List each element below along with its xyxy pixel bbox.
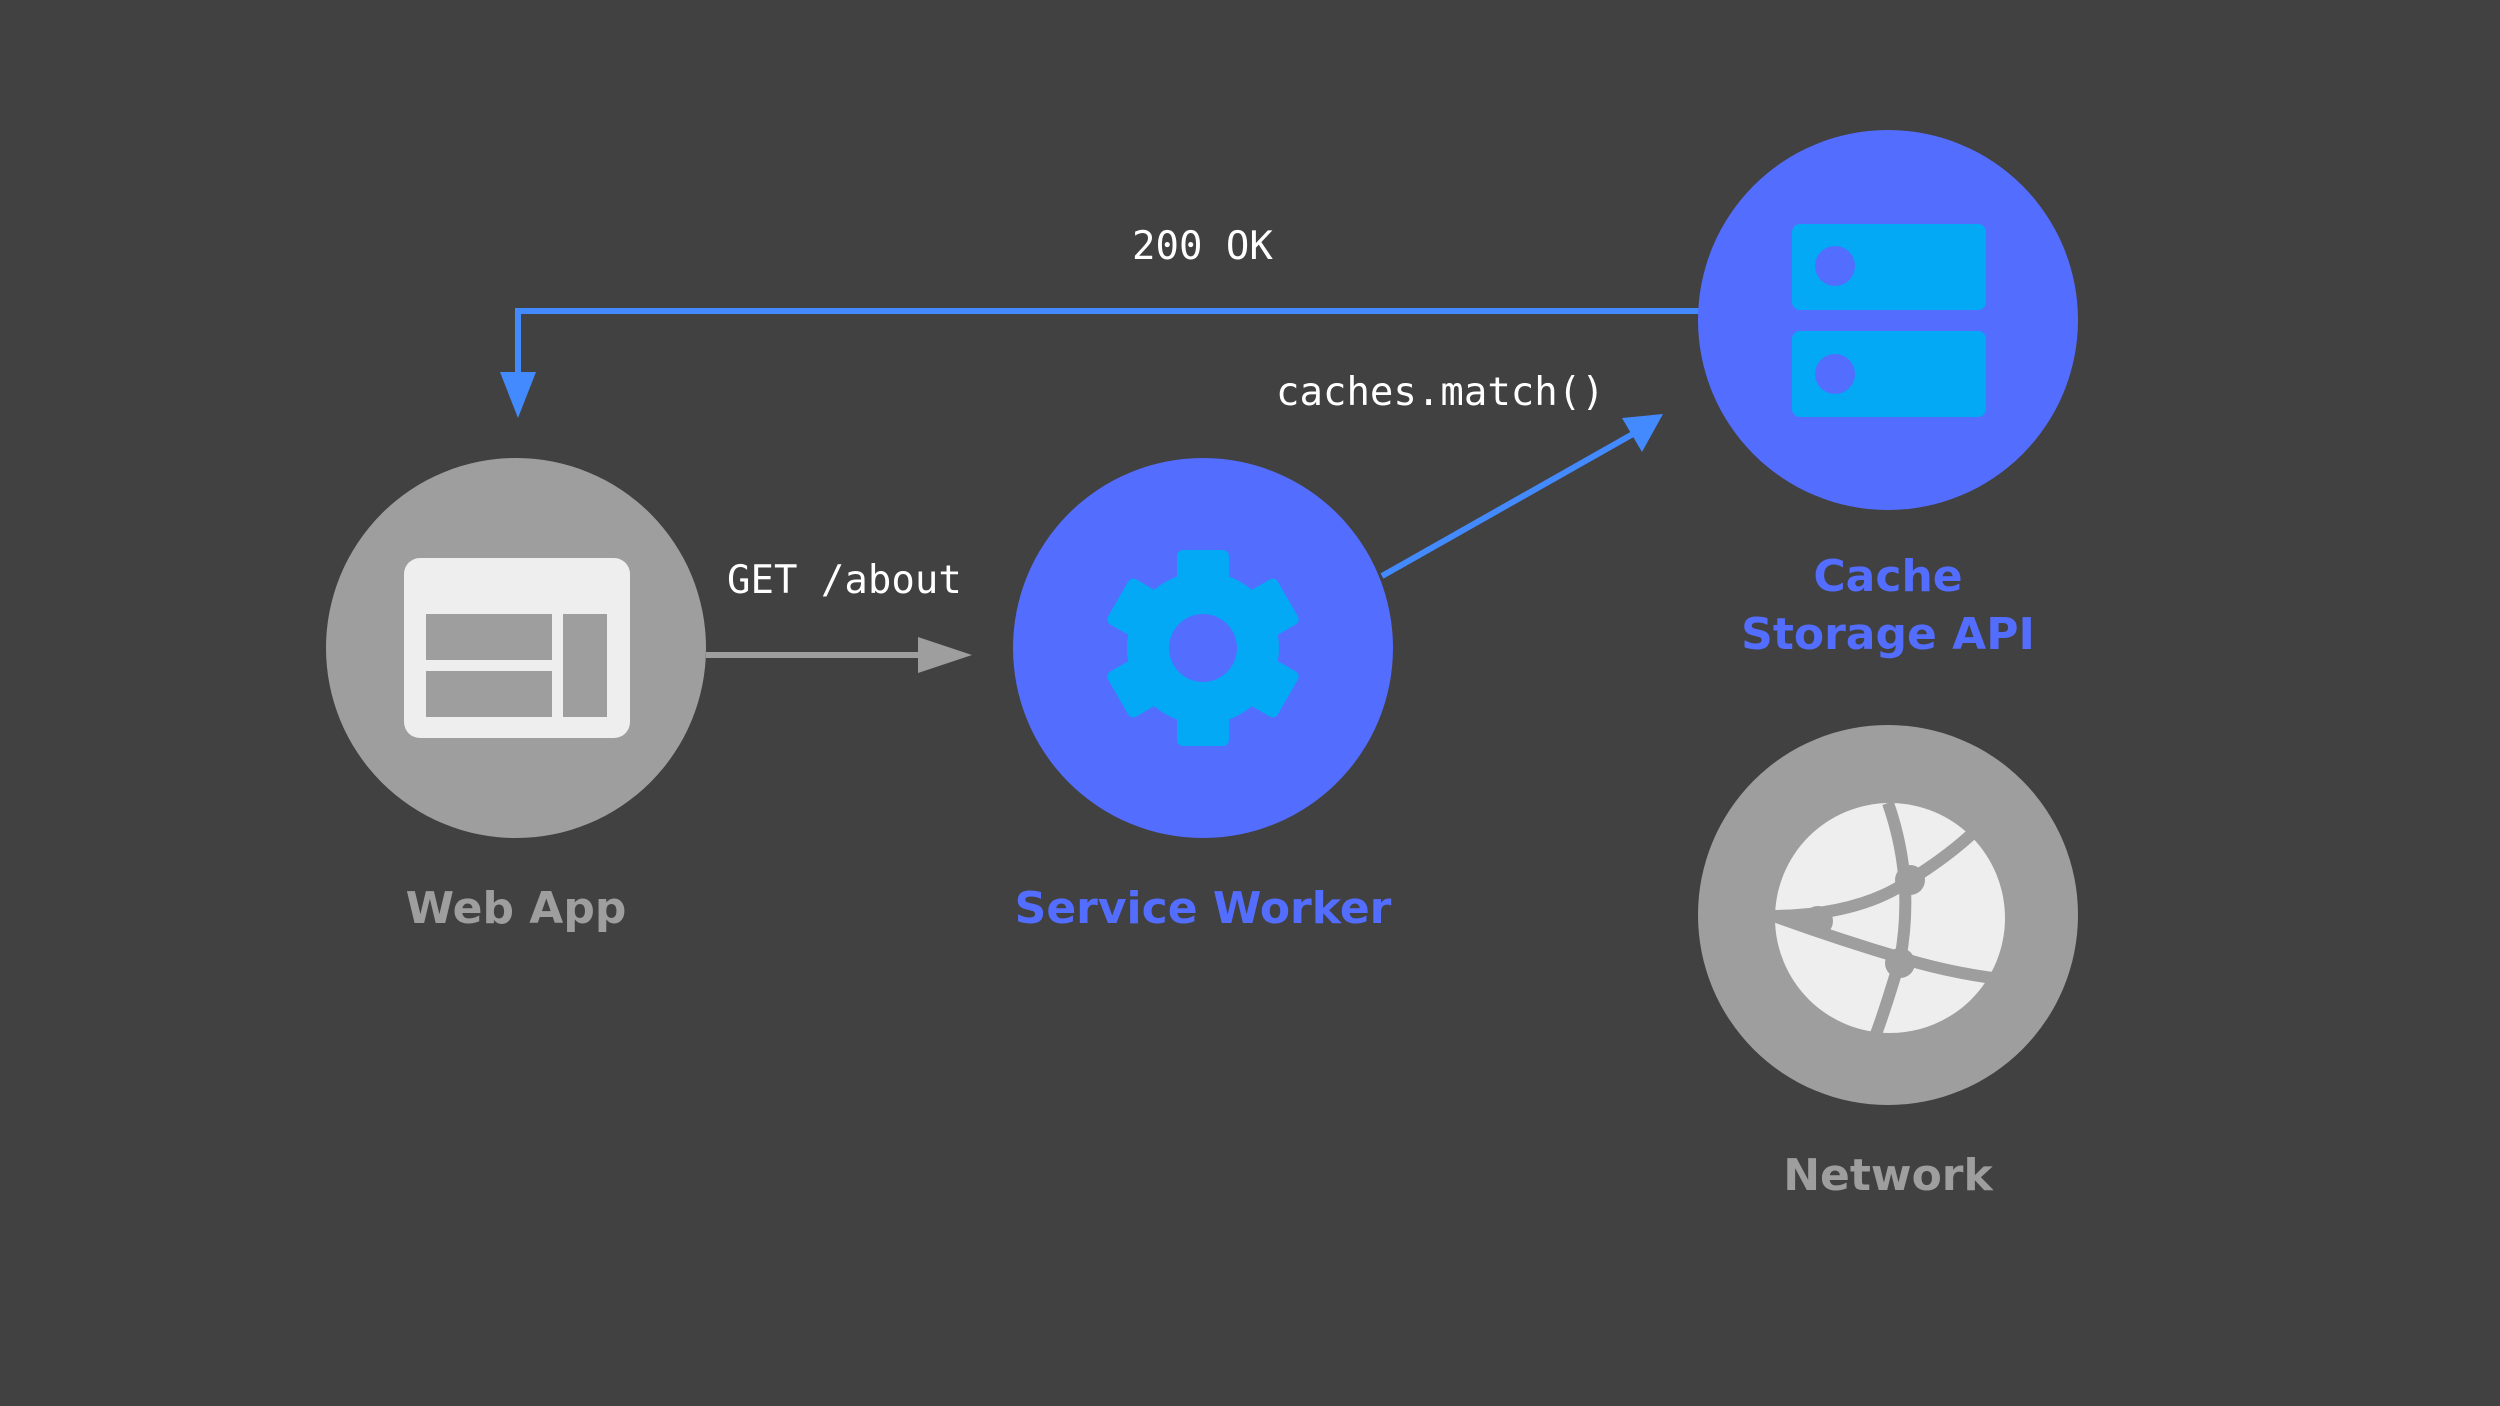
cache-match-label: caches.match() xyxy=(1276,370,1605,415)
gear-icon xyxy=(1107,550,1299,746)
service-worker-node xyxy=(1013,458,1393,838)
web-app-node xyxy=(326,458,706,838)
cache-match-arrow xyxy=(1380,414,1663,579)
service-worker-label: Service Worker xyxy=(1014,883,1392,934)
get-request-arrow xyxy=(706,637,972,673)
network-node xyxy=(1698,725,2078,1105)
storage-icon xyxy=(1792,224,1986,417)
cache-storage-label: Cache Storage API xyxy=(1741,551,2035,660)
cache-storage-node xyxy=(1698,130,2078,510)
response-arrow xyxy=(500,308,1700,418)
globe-icon xyxy=(1771,801,2011,1037)
network-label: Network xyxy=(1783,1150,1993,1201)
browser-window-icon xyxy=(404,558,630,738)
get-request-label: GET /about xyxy=(727,558,962,603)
web-app-label: Web App xyxy=(405,883,627,934)
response-label: 200 OK xyxy=(1132,224,1273,269)
